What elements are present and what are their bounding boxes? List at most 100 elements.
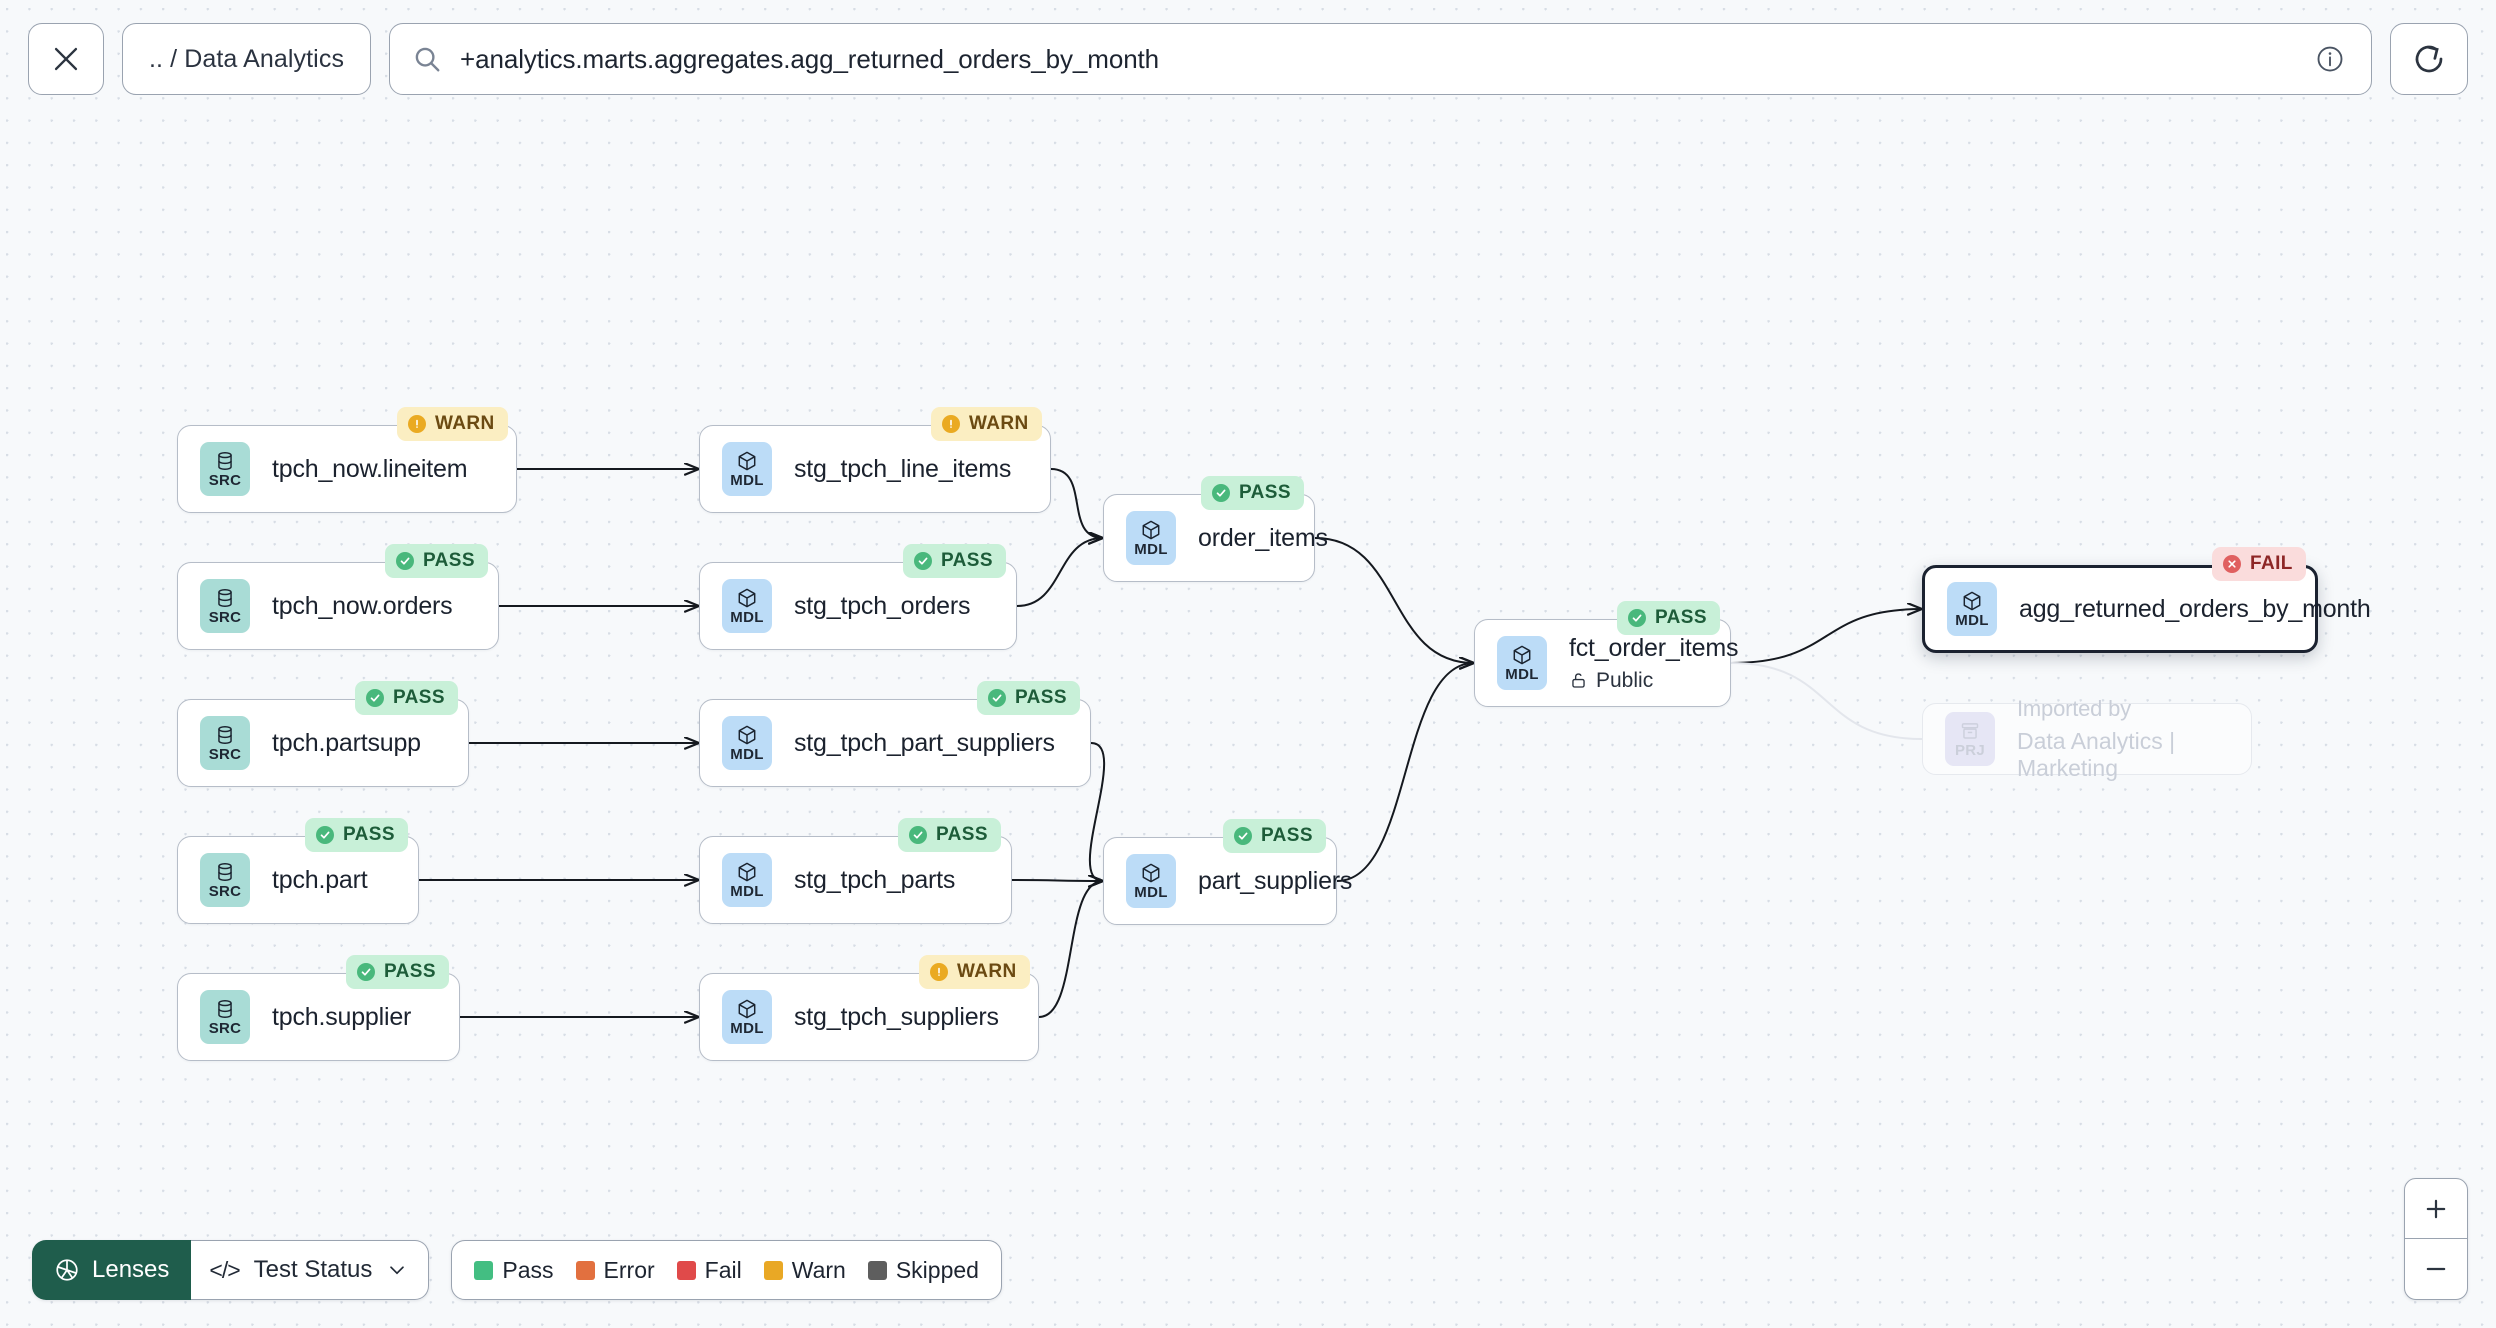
legend-label: Pass	[502, 1256, 554, 1283]
status-badge-pass[interactable]: PASS	[1223, 819, 1326, 853]
breadcrumb[interactable]: .. / Data Analytics	[122, 23, 372, 95]
status-badge-pass[interactable]: PASS	[903, 544, 1006, 578]
node-kind-label: SRC	[208, 746, 242, 763]
graph-node-src_partsupp[interactable]: SRC tpch.partsupp	[177, 699, 469, 787]
check-icon	[320, 831, 330, 839]
top-toolbar: .. / Data Analytics	[0, 0, 2496, 118]
node-label: order_items	[1198, 523, 1328, 552]
status-label: PASS	[384, 961, 436, 982]
node-kind-label: MDL	[730, 609, 764, 626]
status-dot	[909, 826, 927, 844]
status-badge-pass[interactable]: PASS	[898, 818, 1001, 852]
node-kind-badge: MDL	[722, 716, 772, 770]
cube-icon	[738, 999, 756, 1019]
node-text: tpch.partsupp	[272, 729, 421, 758]
node-text: stg_tpch_suppliers	[794, 1003, 999, 1032]
legend-label: Skipped	[895, 1256, 979, 1283]
test-status-dropdown[interactable]: </> Test Status	[191, 1240, 430, 1300]
status-dot	[408, 415, 426, 433]
status-badge-pass[interactable]: PASS	[305, 818, 408, 852]
exclamation-icon	[950, 419, 952, 428]
cube-icon	[1963, 591, 1981, 611]
graph-edge	[1016, 538, 1103, 607]
breadcrumb-label: .. / Data Analytics	[149, 44, 345, 73]
node-kind-label: SRC	[208, 1020, 242, 1037]
node-text: stg_tpch_part_suppliers	[794, 729, 1055, 758]
zoom-in-button[interactable]	[2405, 1179, 2467, 1239]
plus-icon	[2426, 1199, 2446, 1218]
legend-item-fail[interactable]: Fail	[676, 1257, 742, 1284]
cube-icon	[738, 725, 756, 745]
status-badge-pass[interactable]: PASS	[1617, 601, 1720, 635]
node-sublabel: Public	[1569, 669, 1730, 693]
x-icon	[2228, 560, 2236, 568]
node-kind-badge: MDL	[1947, 582, 1997, 636]
database-icon	[218, 452, 232, 470]
legend-item-error[interactable]: Error	[575, 1257, 655, 1284]
status-dot	[914, 552, 932, 570]
graph-edge	[1038, 881, 1103, 1018]
status-dot	[316, 826, 334, 844]
code-icon: </>	[209, 1256, 240, 1283]
node-kind-label: MDL	[730, 1020, 764, 1037]
chevron-down-icon	[390, 1266, 405, 1275]
zoom-out-button[interactable]	[2405, 1239, 2467, 1299]
search-input[interactable]	[460, 43, 2297, 75]
node-kind-label: PRJ	[1954, 742, 1986, 759]
node-kind-badge: SRC	[200, 579, 250, 633]
node-kind-badge: SRC	[200, 716, 250, 770]
status-badge-warn[interactable]: WARN	[397, 407, 508, 441]
legend-item-skipped[interactable]: Skipped	[867, 1256, 979, 1284]
status-badge-pass[interactable]: PASS	[1201, 476, 1304, 510]
status-dot	[1234, 827, 1252, 845]
status-badge-warn[interactable]: WARN	[919, 955, 1030, 989]
status-label: WARN	[435, 413, 495, 434]
node-kind-badge: MDL	[722, 442, 772, 496]
refresh-button[interactable]	[2390, 23, 2468, 95]
node-label: stg_tpch_line_items	[794, 454, 1012, 483]
node-text: order_items	[1198, 523, 1328, 553]
status-badge-pass[interactable]: PASS	[355, 681, 458, 715]
lenses-button[interactable]: Lenses	[32, 1240, 192, 1300]
check-icon	[1632, 614, 1642, 622]
status-label: PASS	[423, 550, 475, 571]
status-badge-warn[interactable]: WARN	[931, 407, 1042, 441]
node-kind-badge: MDL	[1126, 854, 1176, 908]
exclamation-icon	[416, 419, 418, 428]
node-kind-label: MDL	[730, 746, 764, 763]
legend-item-pass[interactable]: Pass	[474, 1256, 554, 1284]
node-text: tpch_now.lineitem	[272, 455, 468, 484]
graph-node-agg_returned[interactable]: MDL agg_returned_orders_by_month	[1922, 565, 2371, 653]
status-label: PASS	[1015, 687, 1067, 708]
status-badge-pass[interactable]: PASS	[977, 681, 1080, 715]
status-badge-fail[interactable]: FAIL	[2212, 547, 2306, 581]
search-icon	[415, 47, 440, 72]
check-icon	[918, 557, 928, 565]
node-text: stg_tpch_line_items	[794, 455, 1011, 484]
node-kind-badge: MDL	[722, 990, 772, 1044]
close-icon	[54, 47, 78, 71]
check-icon	[361, 968, 371, 976]
node-text: agg_returned_orders_by_month	[2019, 595, 2371, 624]
info-icon[interactable]	[2315, 44, 2345, 74]
legend-item-warn[interactable]: Warn	[763, 1257, 846, 1284]
node-text: tpch.part	[272, 866, 368, 895]
status-dot	[366, 689, 384, 707]
status-badge-pass[interactable]: PASS	[346, 955, 449, 989]
node-sublabel-text: Public	[1596, 668, 1654, 692]
search-bar[interactable]	[389, 23, 2372, 95]
status-legend: Pass Error Fail Warn Skipped	[451, 1240, 1002, 1300]
graph-node-stg_line_items[interactable]: MDL stg_tpch_line_items	[699, 425, 1051, 513]
node-kind-badge: MDL	[1126, 511, 1176, 565]
graph-edge	[1314, 537, 1474, 663]
node-kind-label: MDL	[1134, 884, 1168, 901]
status-badge-pass[interactable]: PASS	[385, 544, 488, 578]
check-icon	[913, 831, 923, 839]
close-button[interactable]	[28, 23, 104, 95]
